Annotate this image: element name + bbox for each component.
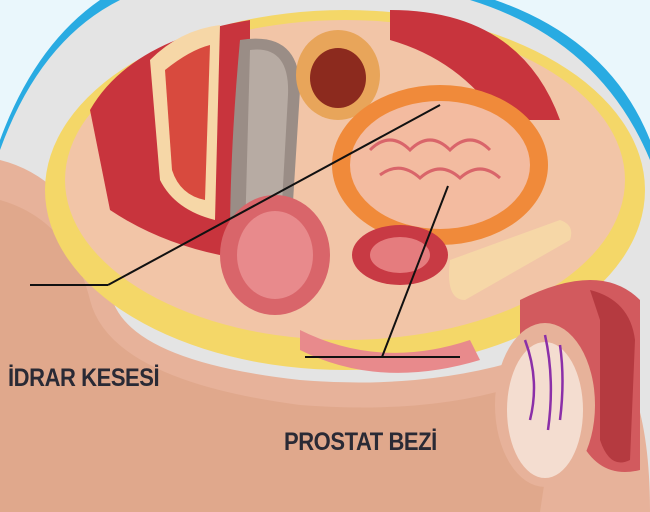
colon-lumen [310, 48, 366, 108]
bladder-inner [350, 101, 530, 229]
testis [507, 342, 583, 478]
prostate-label: PROSTAT BEZİ [284, 428, 437, 457]
bladder-label: İDRAR KESESİ [8, 364, 159, 393]
sphincter-inner [237, 211, 313, 299]
